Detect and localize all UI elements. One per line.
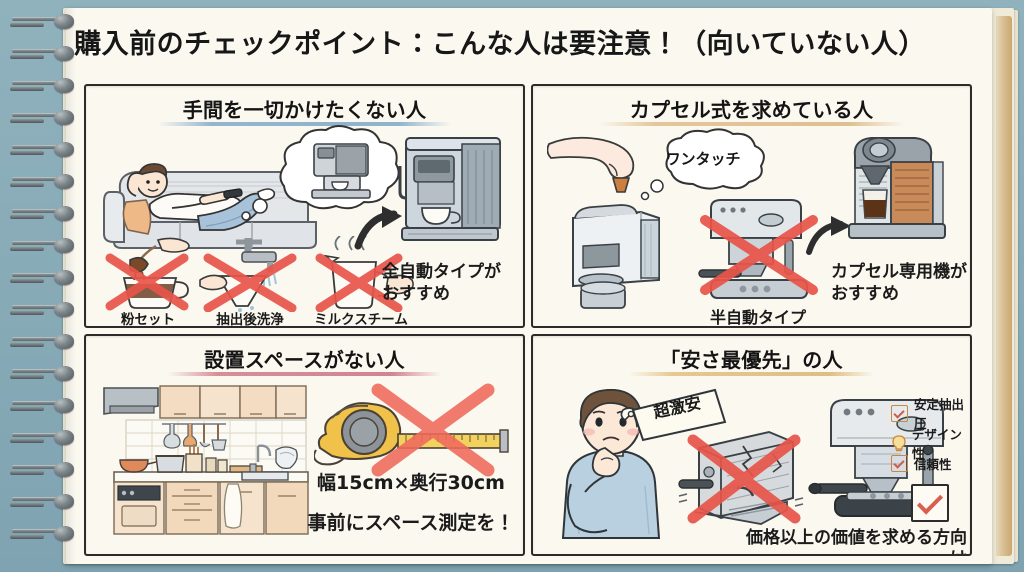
title-underline bbox=[168, 372, 441, 376]
crossed-item-label: 粉セット bbox=[121, 312, 175, 328]
spiral-ring bbox=[10, 238, 80, 254]
title-underline bbox=[599, 122, 904, 126]
capsule-dedicated-machine-icon bbox=[848, 137, 946, 239]
spiral-ring bbox=[10, 174, 80, 190]
spiral-ring bbox=[10, 110, 80, 126]
spiral-ring bbox=[10, 78, 80, 94]
spiral-ring bbox=[10, 526, 80, 542]
panel-no-space[interactable]: 設置スペースがない人 bbox=[84, 334, 525, 556]
panel-title: 手間を一切かけたくない人 bbox=[182, 98, 427, 122]
spiral-ring bbox=[10, 142, 80, 158]
recommendation-line1: カプセル専用機が bbox=[831, 262, 967, 282]
arrow-right-icon bbox=[354, 206, 402, 250]
title-underline bbox=[158, 122, 451, 126]
page-title: 購入前のチェックポイント：こんな人は要注意！（向いていない人） bbox=[74, 29, 926, 60]
spiral-ring bbox=[10, 270, 80, 286]
title-underline bbox=[629, 372, 874, 376]
spiral-ring bbox=[10, 398, 80, 414]
checkbox-checked-icon[interactable] bbox=[891, 455, 908, 472]
page-edge-shadow bbox=[66, 8, 76, 564]
spiral-ring bbox=[10, 494, 80, 510]
panel-no-effort[interactable]: 手間を一切かけたくない人 bbox=[84, 84, 525, 328]
spiral-ring bbox=[10, 366, 80, 382]
checklist-item[interactable]: 信頼性 bbox=[891, 454, 952, 473]
dimension-text: 幅15cm×奥行30cm bbox=[317, 472, 505, 494]
big-checkbox-checked-icon[interactable] bbox=[911, 484, 949, 522]
checkbox-checked-icon[interactable] bbox=[891, 404, 908, 422]
recommendation-line2: おすすめ bbox=[831, 284, 899, 304]
recommendation-line2: おすすめ bbox=[382, 284, 450, 304]
red-cross-overlay-icon bbox=[371, 383, 495, 477]
spiral-binding bbox=[10, 14, 92, 562]
book-spine bbox=[996, 16, 1012, 556]
spiral-ring bbox=[10, 14, 80, 30]
faucet-wash-icon bbox=[199, 238, 297, 312]
panel-capsule-type[interactable]: カプセル式を求めている人 ワンタッチ bbox=[531, 84, 972, 328]
price-tag-label: 超激安 bbox=[651, 393, 703, 422]
lightbulb-icon bbox=[891, 434, 906, 451]
spiral-ring bbox=[10, 206, 80, 222]
panel-grid: 手間を一切かけたくない人 bbox=[84, 84, 976, 556]
footer-text: 価格以上の価値を求める方向け bbox=[746, 528, 967, 554]
spiral-ring bbox=[10, 462, 80, 478]
spiral-ring bbox=[10, 334, 80, 350]
spiral-ring bbox=[10, 430, 80, 446]
coffee-powder-scoop-icon bbox=[105, 237, 190, 311]
spiral-ring bbox=[10, 302, 80, 318]
capsule-machine-white-icon bbox=[572, 204, 660, 309]
checklist-label: 信頼性 bbox=[914, 457, 952, 472]
man-relaxing-on-sofa-illustration bbox=[103, 163, 317, 249]
checklist-label: 安定抽出圧 bbox=[914, 397, 965, 431]
arrow-right-icon bbox=[806, 216, 851, 255]
tape-measure-icon bbox=[314, 402, 509, 466]
full-auto-coffee-machine-icon bbox=[398, 137, 501, 241]
panel-title: 「安さ最優先」の人 bbox=[660, 348, 843, 372]
recommendation-line1: 全自動タイプが bbox=[382, 262, 501, 282]
checklist-item[interactable]: 安定抽出圧 bbox=[891, 394, 970, 432]
crossed-item-label: 半自動タイプ bbox=[709, 308, 806, 327]
panel-cheapest-first[interactable]: 「安さ最優先」の人 bbox=[531, 334, 972, 556]
kitchen-illustration bbox=[103, 385, 309, 535]
semi-auto-espresso-machine-crossed-icon bbox=[698, 199, 818, 299]
advice-text: 事前にスペース測定を！ bbox=[307, 512, 515, 534]
thought-label: ワンタッチ bbox=[665, 150, 741, 168]
hand-holding-capsule-icon bbox=[547, 136, 635, 193]
thought-bubble-machine-icon bbox=[241, 125, 400, 221]
spiral-ring bbox=[10, 46, 80, 62]
crossed-item-label: 抽出後洗浄 bbox=[216, 312, 284, 328]
checklist-label: デザイン性 bbox=[911, 427, 962, 461]
panel-title: 設置スペースがない人 bbox=[204, 348, 405, 372]
panel-title: カプセル式を求めている人 bbox=[629, 98, 874, 122]
crossed-item-label: ミルクスチーム bbox=[314, 312, 408, 328]
